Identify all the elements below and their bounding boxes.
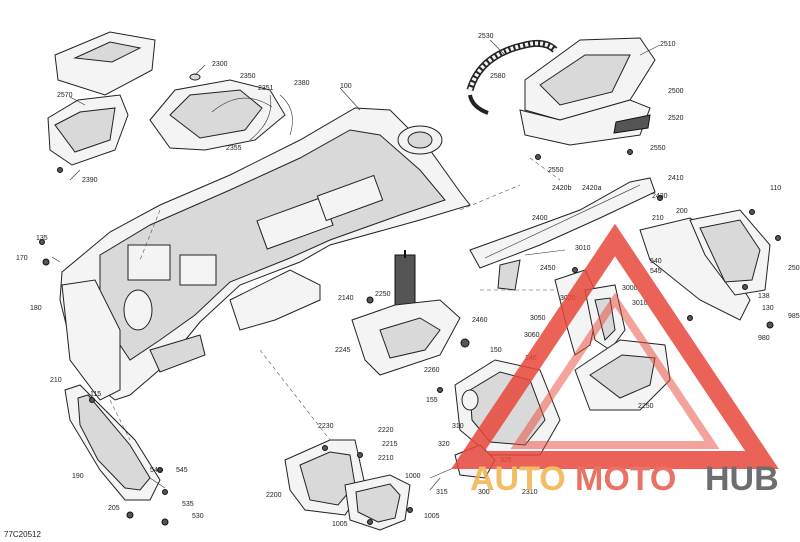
callout-100: 100 (340, 83, 352, 90)
callout-540-left: 540 (150, 467, 162, 474)
gauge-cluster (149, 73, 293, 151)
callout-1005b: 1005 (424, 513, 440, 520)
glovebox (284, 439, 411, 531)
callout-2420b: 2420b (552, 185, 572, 192)
callout-2310: 2310 (522, 489, 538, 496)
callout-210-right: 210 (652, 215, 664, 222)
callout-2550b: 2550 (548, 167, 564, 174)
panel-2450 (351, 250, 461, 376)
beam-2400 (469, 177, 656, 291)
watermark: AUTO MOTO HUB (451, 223, 779, 498)
callout-2140: 2140 (338, 295, 354, 302)
callout-135: 135 (36, 235, 48, 242)
console-2250 (574, 339, 671, 411)
reference-lines (109, 157, 561, 441)
callout-3010b: 3010 (632, 300, 648, 307)
callout-2430: 2430 (652, 193, 668, 200)
callout-315: 315 (436, 489, 448, 496)
callout-3010a: 3010 (575, 245, 591, 252)
callout-1005a: 1005 (332, 521, 348, 528)
watermark-moto: MOTO (575, 460, 676, 498)
callout-2390: 2390 (82, 177, 98, 184)
callout-300: 300 (478, 489, 490, 496)
callout-2380: 2380 (294, 80, 310, 87)
callout-180: 180 (30, 305, 42, 312)
callout-2351: 2351 (258, 85, 274, 92)
callout-2460: 2460 (472, 317, 488, 324)
callout-2220: 2220 (378, 427, 394, 434)
callout-3050: 3050 (530, 315, 546, 322)
callout-2570: 2570 (57, 92, 73, 99)
callout-2550a: 2550 (650, 145, 666, 152)
callout-200: 200 (676, 208, 688, 215)
callout-250: 250 (788, 265, 800, 272)
callout-210-left: 210 (50, 377, 62, 384)
callout-545-right: 545 (650, 268, 662, 275)
callout-2300: 2300 (212, 61, 228, 68)
callout-2215: 2215 (382, 441, 398, 448)
callout-2580: 2580 (490, 73, 506, 80)
callout-545-left: 545 (176, 467, 188, 474)
callout-985: 985 (788, 313, 800, 320)
right-bracket (639, 209, 771, 321)
callout-2530: 2530 (478, 33, 494, 40)
watermark-hub: HUB (705, 460, 779, 498)
callout-2400: 2400 (532, 215, 548, 222)
callout-2245: 2245 (335, 347, 351, 354)
fasteners (39, 149, 781, 526)
callout-980: 980 (758, 335, 770, 342)
callout-205: 205 (108, 505, 120, 512)
callout-3000: 3000 (622, 285, 638, 292)
callout-2510: 2510 (660, 41, 676, 48)
callout-2230: 2230 (318, 423, 334, 430)
callout-190: 190 (72, 473, 84, 480)
callout-2250: 2250 (638, 403, 654, 410)
callout-155: 155 (426, 397, 438, 404)
callout-3060: 3060 (524, 332, 540, 339)
callout-2250b: 2250 (375, 291, 391, 298)
callout-2450: 2450 (540, 265, 556, 272)
callout-1000: 1000 (405, 473, 421, 480)
callout-2500: 2500 (668, 88, 684, 95)
callout-138: 138 (758, 293, 770, 300)
tray-assembly (466, 37, 656, 146)
watermark-auto: AUTO (470, 460, 566, 498)
callout-130: 130 (762, 305, 774, 312)
callout-2420a: 2420a (582, 185, 602, 192)
callout-530: 530 (192, 513, 204, 520)
callout-320: 320 (438, 441, 450, 448)
callout-2200: 2200 (266, 492, 282, 499)
callout-2520: 2520 (668, 115, 684, 122)
callout-115: 115 (90, 391, 101, 398)
callout-170: 170 (16, 255, 28, 262)
callout-2210: 2210 (378, 455, 394, 462)
callout-2350: 2350 (240, 73, 256, 80)
callout-2355: 2355 (226, 145, 242, 152)
callout-540-right: 540 (650, 258, 662, 265)
callout-110: 110 (770, 185, 781, 192)
callout-2260: 2260 (424, 367, 440, 374)
callout-labels: 2570 2390 2300 2350 2351 2380 2355 100 2… (16, 33, 800, 528)
dashboard-body (59, 107, 471, 401)
leader-lines (51, 39, 661, 491)
callout-150: 150 (490, 347, 502, 354)
callout-2410: 2410 (668, 175, 684, 182)
callout-310: 310 (452, 423, 464, 430)
callout-535: 535 (182, 501, 194, 508)
side-panel-190 (64, 384, 161, 501)
diagram-code: 77C20512 (4, 530, 41, 539)
cover-2570 (47, 31, 156, 166)
